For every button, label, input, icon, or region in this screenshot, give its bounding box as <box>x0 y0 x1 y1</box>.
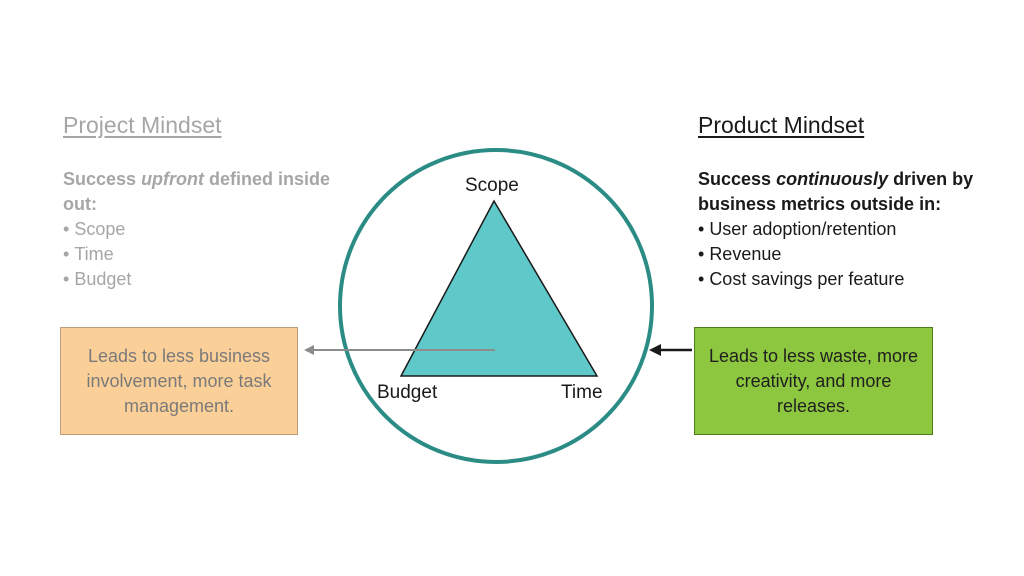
outer-circle <box>338 148 654 464</box>
lead-emphasis: upfront <box>141 169 205 189</box>
lead-text: driven by business metrics outside in: <box>698 169 974 214</box>
product-mindset-list: User adoption/retention Revenue Cost sav… <box>698 217 978 292</box>
project-outcome-text: Leads to less business involvement, more… <box>86 345 272 416</box>
triangle-label-budget: Budget <box>377 382 438 403</box>
list-item: Scope <box>63 217 333 242</box>
list-item: Cost savings per feature <box>698 267 978 292</box>
triangle-label-time: Time <box>561 382 603 403</box>
lead-text: Success <box>698 169 777 189</box>
product-mindset-title: Product Mindset <box>698 112 865 138</box>
product-mindset-description: Success continuously driven by business … <box>698 167 978 292</box>
product-outcome-box: Leads to less waste, more creativity, an… <box>694 327 933 435</box>
lead-text: Success <box>63 169 142 189</box>
list-item: Time <box>63 242 333 267</box>
project-mindset-list: Scope Time Budget <box>63 217 333 292</box>
list-item: Revenue <box>698 242 978 267</box>
product-outcome-text: Leads to less waste, more creativity, an… <box>708 345 919 416</box>
triangle <box>399 199 599 377</box>
project-mindset-title: Project Mindset <box>63 112 222 138</box>
lead-text: defined inside out: <box>63 169 331 214</box>
project-mindset-description: Success upfront defined inside out: Scop… <box>63 167 333 292</box>
list-item: User adoption/retention <box>698 217 978 242</box>
list-item: Budget <box>63 267 333 292</box>
project-outcome-box: Leads to less business involvement, more… <box>60 327 298 435</box>
product-mindset-lead: Success continuously driven by business … <box>698 167 978 217</box>
triangle-label-scope: Scope <box>465 175 519 196</box>
project-mindset-lead: Success upfront defined inside out: <box>63 167 333 217</box>
lead-emphasis: continuously <box>776 169 889 189</box>
